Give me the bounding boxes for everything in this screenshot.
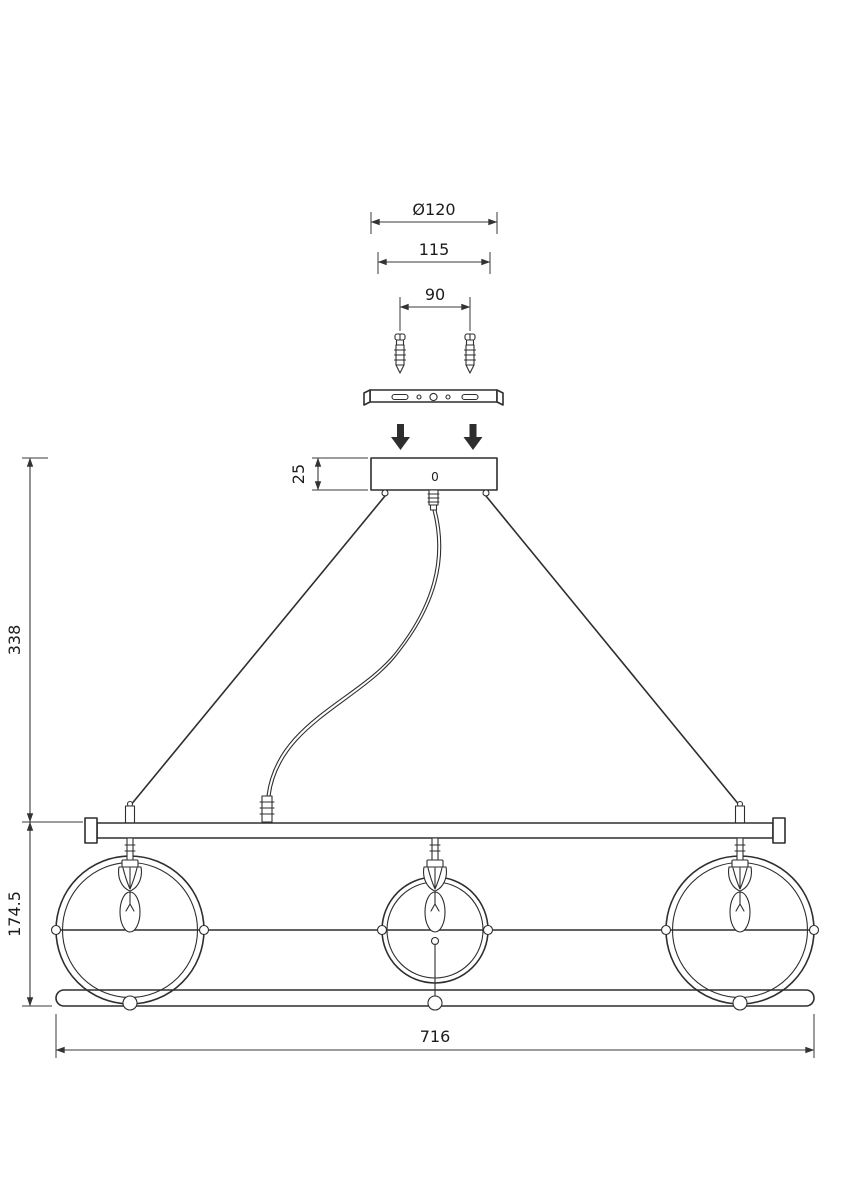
dim-drop-height: 338	[5, 457, 83, 823]
dim-canopy-height: 25	[289, 457, 368, 491]
mounting-bracket	[363, 389, 504, 406]
lamp-stem	[431, 837, 439, 861]
dim-body-height-label: 174.5	[5, 891, 24, 937]
bracket-left-tab	[363, 389, 371, 406]
wall-anchor-left	[393, 333, 407, 374]
bracket-slot-left	[391, 393, 409, 401]
install-arrow-left	[391, 424, 410, 450]
bar-body	[96, 822, 774, 839]
rod-left	[129, 495, 386, 807]
bracket-center-hole	[429, 392, 438, 402]
dim-bracket-width: 115	[377, 240, 491, 274]
bulb-filament	[430, 891, 440, 912]
install-arrow-right	[463, 424, 483, 450]
wall-anchor-right	[463, 333, 477, 374]
bar-hanger-left	[124, 805, 136, 824]
dim-canopy-diameter: Ø120	[370, 200, 498, 234]
cage-bottom-ring	[55, 989, 815, 1011]
down-arrow-icon	[463, 424, 483, 450]
dim-canopy-diameter-label: Ø120	[412, 200, 455, 219]
dim-canopy-height-label: 25	[289, 464, 308, 484]
dim-overall-width-label: 716	[420, 1027, 451, 1046]
bar-endcap-left	[84, 817, 98, 844]
lamp-stem	[736, 837, 744, 861]
lamp-stem	[126, 837, 134, 861]
bar-endcap-right	[772, 817, 786, 844]
canopy-loop-left	[381, 489, 389, 497]
dim-overall-width: 716	[55, 1014, 815, 1058]
finial-ball-left	[122, 995, 138, 1011]
finial-ball-center	[427, 995, 443, 1011]
power-cable	[259, 509, 442, 823]
bracket-slot-right	[461, 393, 479, 401]
lamp-left	[118, 837, 142, 933]
dim-hole-spacing: 90	[399, 285, 471, 331]
dim-hole-spacing-label: 90	[425, 285, 445, 304]
rod-right	[485, 495, 741, 807]
bracket-right-tab	[496, 389, 504, 406]
finial-ball-right	[732, 995, 748, 1011]
lamp-collar	[731, 859, 749, 868]
dim-bracket-width-label: 115	[419, 240, 450, 259]
bulb-filament	[125, 891, 135, 912]
canopy-loop-right	[482, 489, 490, 497]
cable-fitting	[261, 795, 273, 823]
lamp-collar	[121, 859, 139, 868]
suspension-rods	[129, 495, 741, 807]
lamp-right	[728, 837, 752, 933]
bar-hanger-right	[734, 805, 746, 824]
rail-connectors	[50, 924, 820, 936]
bulb-filament	[735, 891, 745, 912]
dim-body-height: 174.5	[5, 821, 52, 1007]
lamp-collar	[426, 859, 444, 868]
canopy-mark-label: 0	[431, 470, 439, 484]
down-arrow-icon	[391, 424, 410, 450]
lamp-center	[423, 837, 447, 997]
fixture-bar	[84, 800, 786, 844]
dim-drop-height-label: 338	[5, 625, 24, 656]
ceiling-canopy: 0	[370, 457, 498, 511]
